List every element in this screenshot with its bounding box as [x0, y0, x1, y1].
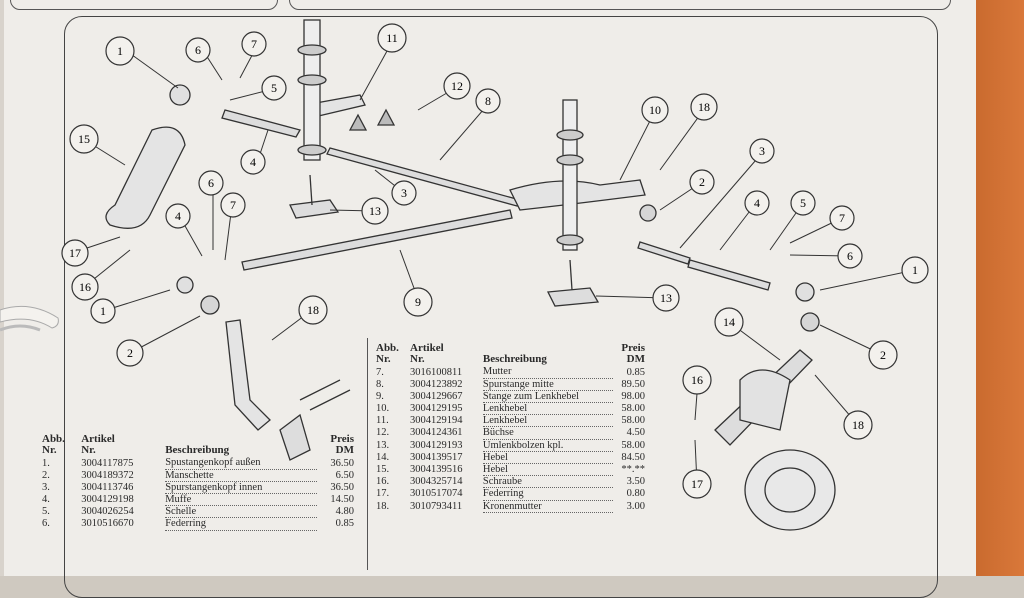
callout-10: 10: [649, 103, 661, 117]
callout-8: 8: [485, 94, 491, 108]
callout-1-right: 1: [912, 263, 918, 277]
table-divider: [367, 338, 368, 570]
callout-5-right: 5: [800, 196, 806, 210]
header-beschreibung: Beschreibung: [165, 444, 230, 457]
callout-4-left: 4: [175, 209, 181, 223]
callout-7-left: 7: [230, 198, 236, 212]
callout-15: 15: [78, 132, 90, 146]
orange-background-strip: [974, 0, 1024, 576]
callout-16-left: 16: [79, 280, 91, 294]
header-abb: Abb.Nr.: [376, 342, 399, 366]
callout-3-right: 3: [759, 144, 765, 158]
callout-17-left: 17: [69, 246, 81, 260]
callout-13-right: 13: [660, 291, 672, 305]
callout-5: 5: [271, 81, 277, 95]
callout-2-right: 2: [880, 348, 886, 362]
header-abb: Abb.Nr.: [42, 433, 65, 457]
callout-4-right: 4: [754, 196, 760, 210]
callout-6-left: 6: [208, 176, 214, 190]
callout-6: 6: [195, 43, 201, 57]
callout-1: 1: [117, 44, 123, 58]
callout-2-left: 2: [127, 346, 133, 360]
callout-9: 9: [415, 295, 421, 309]
callout-18-mid: 18: [307, 303, 319, 317]
steering-linkage-diagram: 1 6 7 5 4 11 12 8 10 18 3 2 3 13 13 15 6…: [61, 19, 929, 531]
callout-6-right: 6: [847, 249, 853, 263]
callout-7: 7: [251, 37, 257, 51]
header-beschreibung: Beschreibung: [482, 353, 547, 366]
callout-2-mid: 2: [699, 175, 705, 189]
callout-16-right: 16: [691, 373, 703, 387]
callout-14: 14: [723, 315, 735, 329]
callout-7-right: 7: [839, 211, 845, 225]
callout-12: 12: [451, 79, 463, 93]
callout-4: 4: [250, 155, 256, 169]
callout-11: 11: [386, 31, 398, 45]
callout-labels: 1 6 7 5 4 11 12 8 10 18 3 2 3 13 13 15 6…: [61, 23, 929, 499]
callout-1-left: 1: [100, 304, 106, 318]
callout-13-left: 13: [369, 204, 381, 218]
callout-3-left: 3: [401, 186, 407, 200]
callout-18-top: 18: [698, 100, 710, 114]
callout-18-right: 18: [852, 418, 864, 432]
callout-17-right: 17: [691, 477, 703, 491]
binder-ring: [0, 305, 59, 332]
